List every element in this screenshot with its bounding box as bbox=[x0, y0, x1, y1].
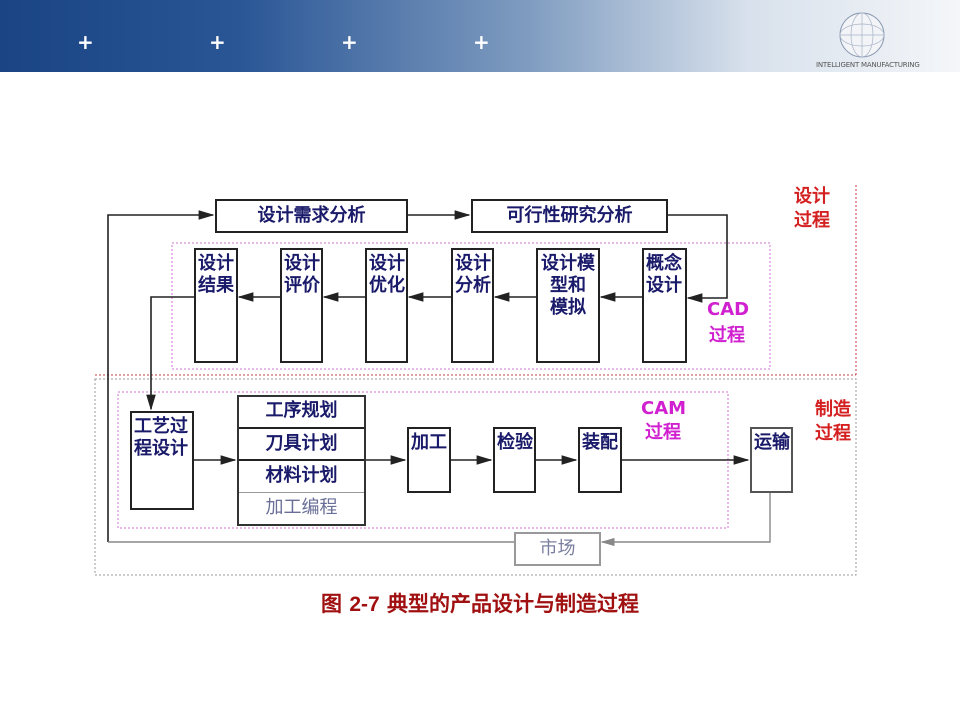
caption-text: 典型的产品设计与制造过程 bbox=[379, 592, 639, 616]
concept-design-box: 概念 设计 bbox=[642, 248, 687, 363]
plus-mark: + bbox=[209, 30, 226, 54]
globe-logo-icon bbox=[839, 12, 885, 58]
plan-materials: 材料计划 bbox=[239, 461, 364, 493]
design-optimization-box: 设计 优化 bbox=[365, 248, 408, 363]
cad-label: CAD bbox=[707, 299, 750, 320]
caption-number: 2-7 bbox=[349, 593, 380, 616]
design-stage-label: 设计 过程 bbox=[794, 186, 830, 231]
requirement-analysis-box: 设计需求分析 bbox=[215, 199, 408, 233]
cad-region-border bbox=[171, 242, 771, 370]
transport-box: 运输 bbox=[750, 427, 793, 493]
cam-sub-label: 过程 bbox=[645, 422, 681, 443]
plan-process: 工序规划 bbox=[239, 397, 364, 429]
design-analysis-box: 设计 分析 bbox=[451, 248, 494, 363]
market-box: 市场 bbox=[514, 532, 601, 566]
cam-label: CAM bbox=[641, 398, 687, 419]
planning-stack: 工序规划 刀具计划 材料计划 加工编程 bbox=[237, 395, 366, 526]
manufacturing-region-border bbox=[94, 378, 857, 576]
cad-sub-label: 过程 bbox=[709, 325, 745, 346]
plus-mark: + bbox=[473, 30, 490, 54]
assembly-box: 装配 bbox=[578, 427, 622, 493]
design-result-box: 设计 结果 bbox=[194, 248, 238, 363]
logo-text: INTELLIGENT MANUFACTURING bbox=[816, 61, 920, 69]
inspection-box: 检验 bbox=[493, 427, 536, 493]
header-banner bbox=[0, 0, 960, 72]
plus-mark: + bbox=[77, 30, 94, 54]
plan-tools: 刀具计划 bbox=[239, 429, 364, 461]
design-modeling-box: 设计模 型和 模拟 bbox=[536, 248, 600, 363]
process-design-box: 工艺过 程设计 bbox=[130, 411, 194, 510]
plus-mark: + bbox=[341, 30, 358, 54]
feasibility-analysis-box: 可行性研究分析 bbox=[471, 199, 668, 233]
manufacturing-stage-label: 制造 过程 bbox=[815, 399, 851, 444]
machining-box: 加工 bbox=[407, 427, 451, 493]
plan-nc-programming: 加工编程 bbox=[265, 497, 338, 518]
figure-caption: 图 2-7 典型的产品设计与制造过程 bbox=[0, 588, 960, 618]
design-evaluation-box: 设计 评价 bbox=[280, 248, 323, 363]
caption-prefix: 图 bbox=[321, 592, 350, 616]
